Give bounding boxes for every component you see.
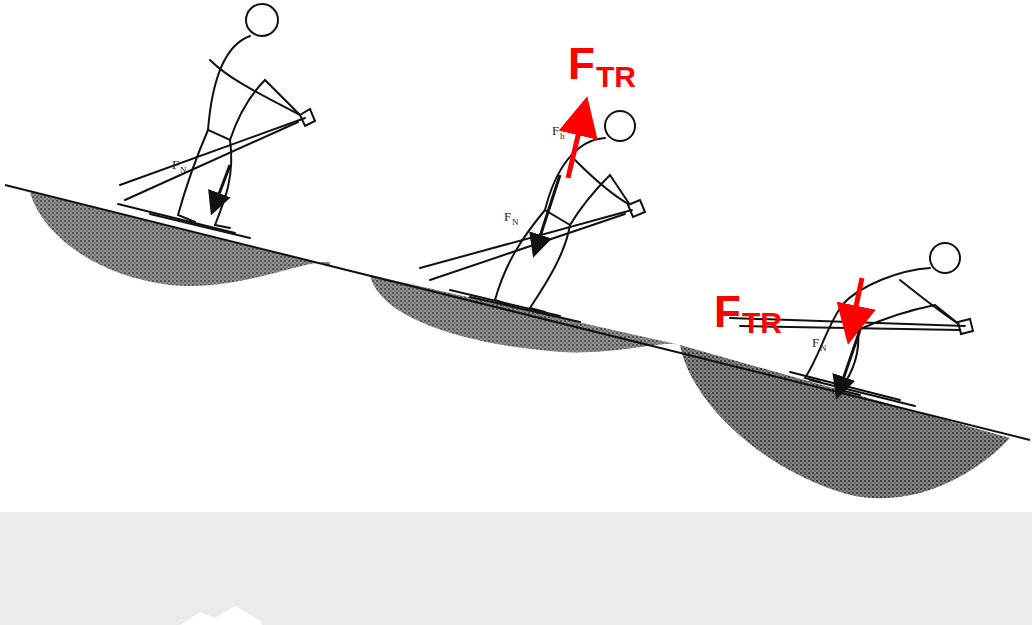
skier-figure [420, 111, 645, 322]
force-symbol: F [812, 336, 819, 349]
slope-line [5, 185, 1030, 440]
force-subscript: TR [742, 308, 782, 338]
force-symbol: F [504, 210, 511, 223]
skier-figure [118, 4, 315, 238]
force-subscript: N [512, 218, 519, 227]
force-subscript: N [180, 166, 187, 175]
force-symbol: F [552, 124, 559, 137]
force-symbol: F [172, 158, 179, 171]
force-symbol: F [714, 290, 741, 334]
force-subscript: h [560, 132, 565, 141]
friction-arrow [568, 106, 585, 178]
grey-band [0, 512, 1032, 625]
force-arrow [213, 165, 230, 210]
ground-shade [680, 345, 1010, 498]
white-shape [180, 606, 262, 625]
force-arrow [535, 175, 560, 252]
force-subscript: TR [596, 62, 636, 92]
skier-figure [730, 243, 973, 406]
force-symbol: F [568, 42, 595, 86]
friction-arrow [850, 278, 862, 335]
force-subscript: N [820, 344, 827, 353]
force-arrow [838, 330, 860, 394]
